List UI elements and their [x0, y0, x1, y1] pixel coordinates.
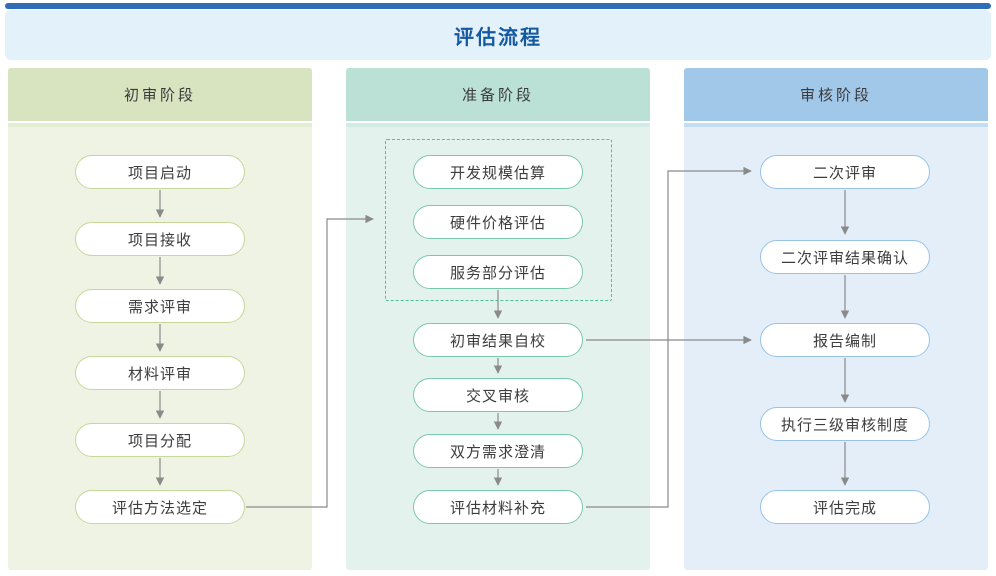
column-header-audit: 审核阶段 — [684, 68, 988, 121]
flow-node-three-level-audit-system: 执行三级审核制度 — [760, 407, 930, 441]
top-accent-bar — [5, 3, 991, 9]
flow-node-initial-result-self-check: 初审结果自校 — [413, 323, 583, 357]
flow-node-requirement-review: 需求评审 — [75, 289, 245, 323]
title-banner: 评估流程 — [5, 10, 991, 60]
flow-node-evaluation-complete: 评估完成 — [760, 490, 930, 524]
flow-node-hardware-price-evaluation: 硬件价格评估 — [413, 205, 583, 239]
flow-node-project-start: 项目启动 — [75, 155, 245, 189]
flow-node-project-receive: 项目接收 — [75, 222, 245, 256]
flow-node-evaluation-material-supplement: 评估材料补充 — [413, 490, 583, 524]
page-title: 评估流程 — [454, 24, 542, 49]
flow-node-project-assignment: 项目分配 — [75, 423, 245, 457]
flow-node-material-review: 材料评审 — [75, 356, 245, 390]
flow-node-report-compilation: 报告编制 — [760, 323, 930, 357]
flow-node-evaluation-method-selection: 评估方法选定 — [75, 490, 245, 524]
flow-node-development-scale-estimation: 开发规模估算 — [413, 155, 583, 189]
flow-node-cross-review: 交叉审核 — [413, 378, 583, 412]
column-header-divider — [684, 123, 988, 127]
column-header-divider — [346, 123, 650, 127]
flow-node-second-review: 二次评审 — [760, 155, 930, 189]
column-header-preparation: 准备阶段 — [346, 68, 650, 121]
flow-node-second-review-result-confirmation: 二次评审结果确认 — [760, 240, 930, 274]
flow-node-service-part-evaluation: 服务部分评估 — [413, 255, 583, 289]
flow-node-mutual-requirement-clarification: 双方需求澄清 — [413, 434, 583, 468]
column-header-divider — [8, 123, 312, 127]
column-header-initial-review: 初审阶段 — [8, 68, 312, 121]
